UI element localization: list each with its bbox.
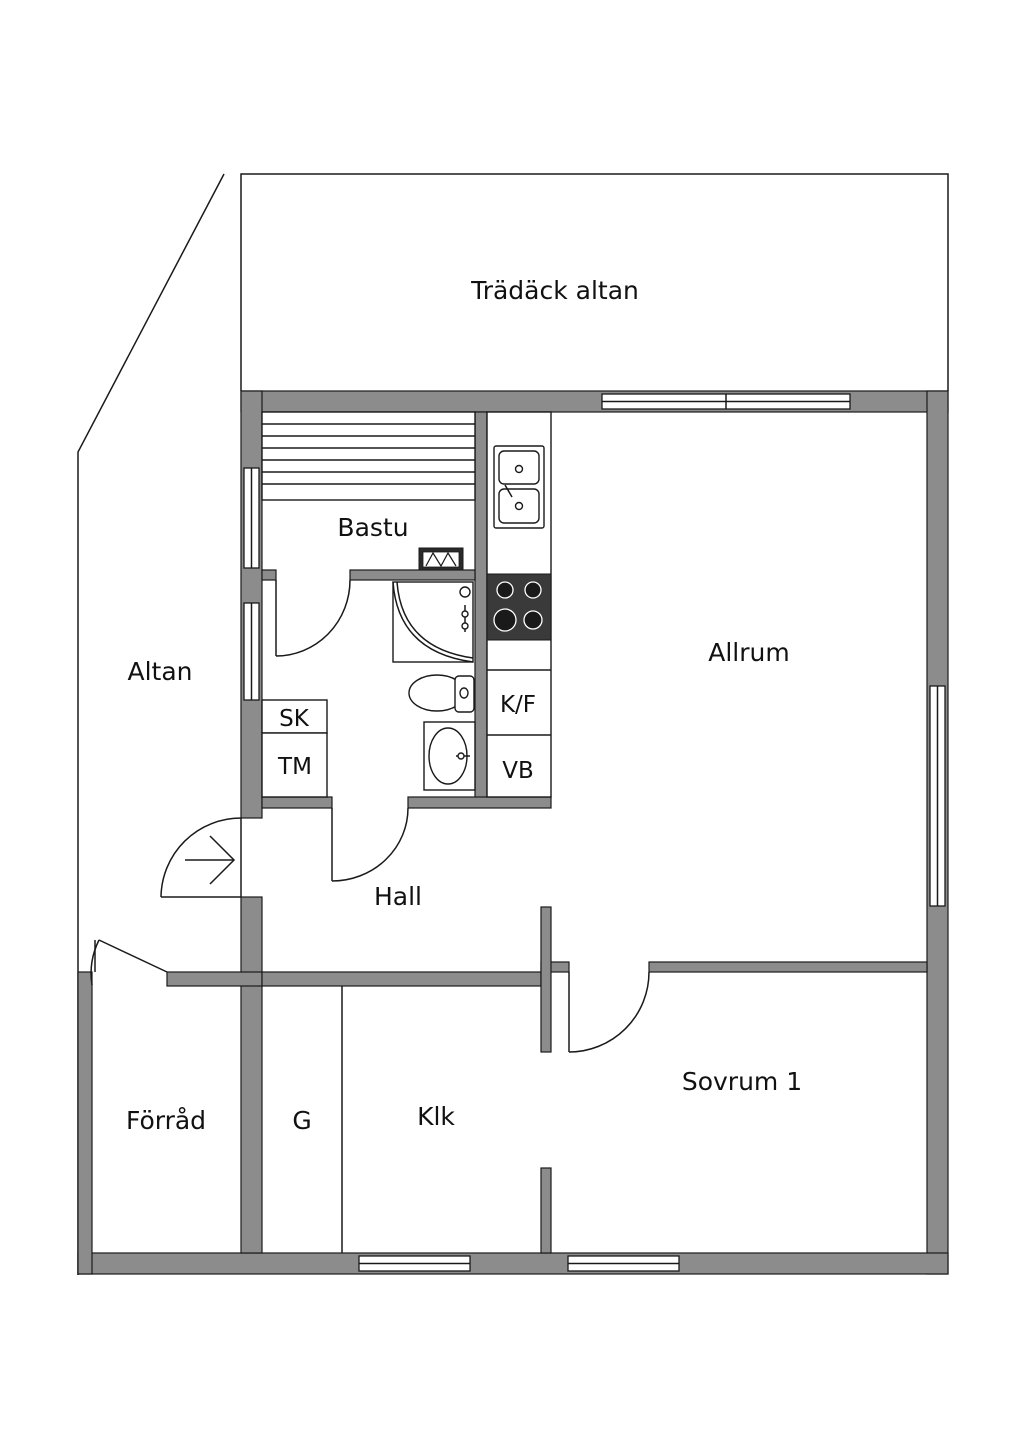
window-right (929, 685, 946, 907)
window-bottom-sovrum (567, 1255, 680, 1272)
window-top (601, 393, 851, 410)
shower-icon (392, 581, 474, 663)
stove-icon (486, 573, 552, 641)
label-hall: Hall (374, 882, 422, 911)
doors (90, 579, 650, 1053)
label-g: G (292, 1106, 311, 1135)
room-labels: Trädäck altan Altan Bastu Allrum SK TM K… (126, 276, 802, 1135)
label-klk: Klk (417, 1102, 455, 1131)
label-kf: K/F (500, 692, 536, 718)
window-left-upper (243, 467, 260, 569)
bedroom-door (568, 971, 650, 1053)
window-bottom-klk (358, 1255, 471, 1272)
label-tm: TM (277, 754, 312, 780)
window-left-lower (243, 602, 260, 701)
label-forrad: Förråd (126, 1106, 206, 1135)
label-bastu: Bastu (337, 513, 408, 542)
washbasin-icon (423, 721, 476, 791)
sauna-bench-icon (261, 411, 476, 501)
label-tradack-altan: Trädäck altan (470, 276, 639, 305)
windows (243, 393, 946, 1272)
closet-tm (261, 732, 328, 798)
sauna-heater-icon (418, 547, 464, 571)
label-allrum: Allrum (708, 638, 789, 667)
bathroom-door (331, 807, 409, 882)
label-sovrum: Sovrum 1 (682, 1067, 802, 1096)
storage-door (90, 939, 168, 986)
label-altan: Altan (127, 657, 192, 686)
toilet-icon (408, 674, 475, 713)
sink-icon (493, 445, 545, 529)
label-vb: VB (502, 758, 534, 784)
arrow-right-icon (185, 835, 236, 885)
closet-sk (261, 699, 328, 734)
sauna-door (275, 579, 351, 657)
entrance-door (160, 817, 242, 898)
label-sk: SK (279, 706, 310, 732)
